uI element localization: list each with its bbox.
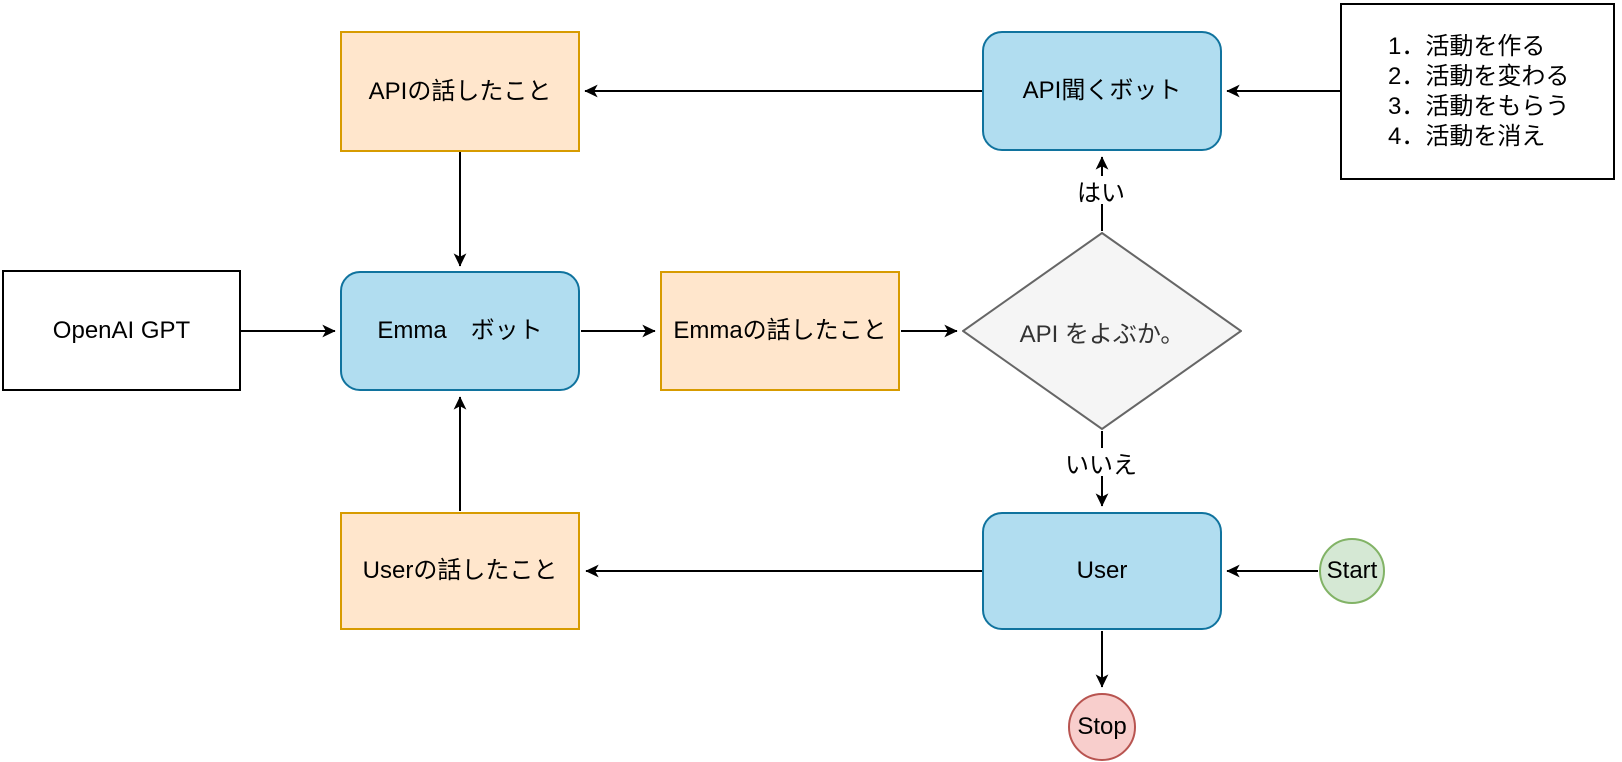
node-api-log: APIの話したこと (340, 31, 580, 152)
node-user-log-label: Userの話したこと (362, 557, 558, 584)
node-start-label: Start (1326, 557, 1378, 584)
node-stop-label: Stop (1077, 713, 1127, 740)
node-emma-bot: Emma ボット (340, 271, 580, 391)
edge-label-no: いいえ (1059, 448, 1143, 479)
node-api-bot: API聞くボット (982, 31, 1222, 151)
edge-label-yes: はい (1073, 176, 1129, 207)
decision-diamond-shape (962, 232, 1242, 430)
node-decision-label: API をよぶか。 (1019, 320, 1185, 348)
node-emma-log: Emmaの話したこと (660, 271, 900, 391)
node-user: User (982, 512, 1222, 630)
node-action-list: 1．活動を作る 2．活動を変わる 3．活動をもらう 4．活動を消え (1340, 3, 1615, 180)
node-user-log: Userの話したこと (340, 512, 580, 630)
node-openai-gpt: OpenAI GPT (2, 270, 241, 391)
action-list-item-1: 1．活動を作る (1388, 32, 1546, 60)
action-list-item-4: 4．活動を消え (1388, 122, 1546, 150)
node-api-log-label: APIの話したこと (368, 77, 552, 105)
node-emma-log-label: Emmaの話したこと (673, 317, 887, 344)
node-api-bot-label: API聞くボット (1022, 77, 1182, 104)
node-decision-diamond: API をよぶか。 (962, 232, 1242, 430)
node-start: Start (1319, 538, 1385, 604)
node-user-label: User (1076, 557, 1128, 584)
action-list-item-3: 3．活動をもらう (1388, 92, 1570, 120)
node-stop: Stop (1068, 693, 1136, 761)
node-emma-bot-label: Emma ボット (377, 317, 543, 344)
node-openai-gpt-label: OpenAI GPT (52, 316, 191, 344)
action-list-item-2: 2．活動を変わる (1388, 62, 1570, 90)
